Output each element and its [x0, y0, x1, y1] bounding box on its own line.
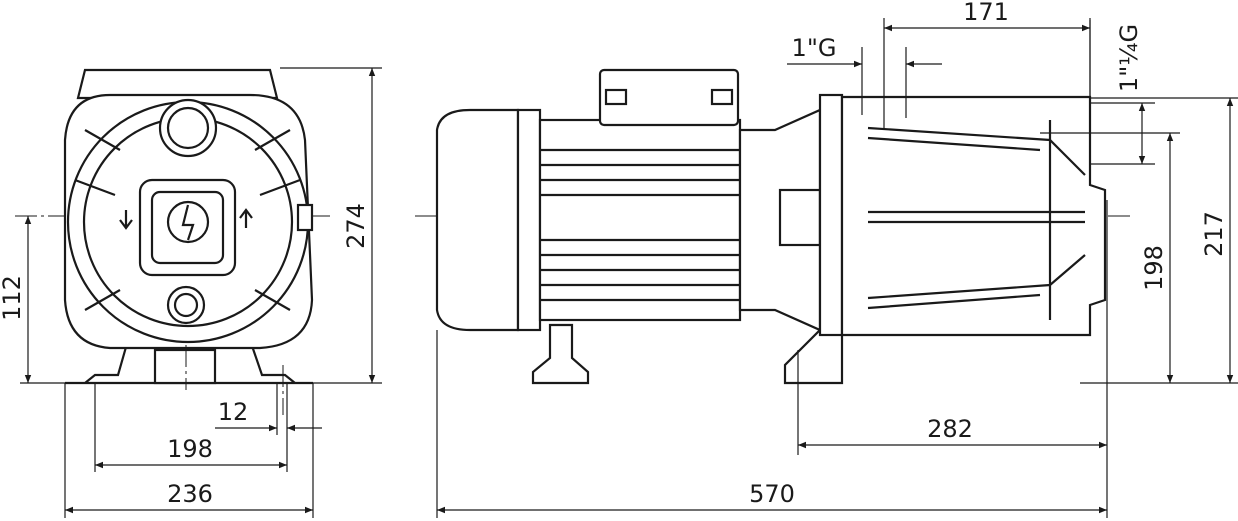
motor-flange	[516, 108, 542, 332]
side-plug	[296, 203, 314, 232]
motor-fan-cover	[435, 108, 520, 332]
label-discharge-connection: 1"¼G	[1115, 24, 1143, 92]
motor-foot	[531, 323, 590, 385]
cooling-fins	[540, 148, 740, 302]
terminal-box	[598, 68, 740, 127]
dim-foot-hole: 12	[218, 398, 249, 426]
front-view: 274 112 12 198 236	[0, 67, 382, 518]
base-stand	[153, 348, 217, 385]
rotation-icon	[166, 200, 210, 244]
label-suction-connection: 1"G	[792, 34, 837, 62]
dim-front-width: 236	[167, 480, 213, 508]
pump-flange	[818, 93, 844, 337]
dim-total-length: 570	[749, 480, 795, 508]
dim-foot-to-end: 282	[927, 415, 973, 443]
housing-ribs	[74, 129, 301, 311]
motor-cover	[138, 178, 237, 277]
dim-front-height: 274	[342, 203, 370, 249]
pump-housing	[840, 95, 1107, 337]
arrow-down-icon	[119, 210, 133, 230]
terminal-box	[76, 68, 279, 100]
dim-side-height: 217	[1200, 211, 1228, 257]
dim-discharge-to-end: 171	[963, 0, 1009, 26]
pump-foot	[783, 328, 844, 385]
drain-port	[166, 285, 206, 325]
dim-shaft-height: 112	[0, 275, 26, 321]
dim-foot-spacing: 198	[167, 435, 213, 463]
dim-discharge-height: 198	[1140, 245, 1168, 291]
arrow-up-icon	[239, 208, 253, 228]
side-view: 570 282 171 1"G 1"¼G 198 217	[415, 0, 1238, 518]
